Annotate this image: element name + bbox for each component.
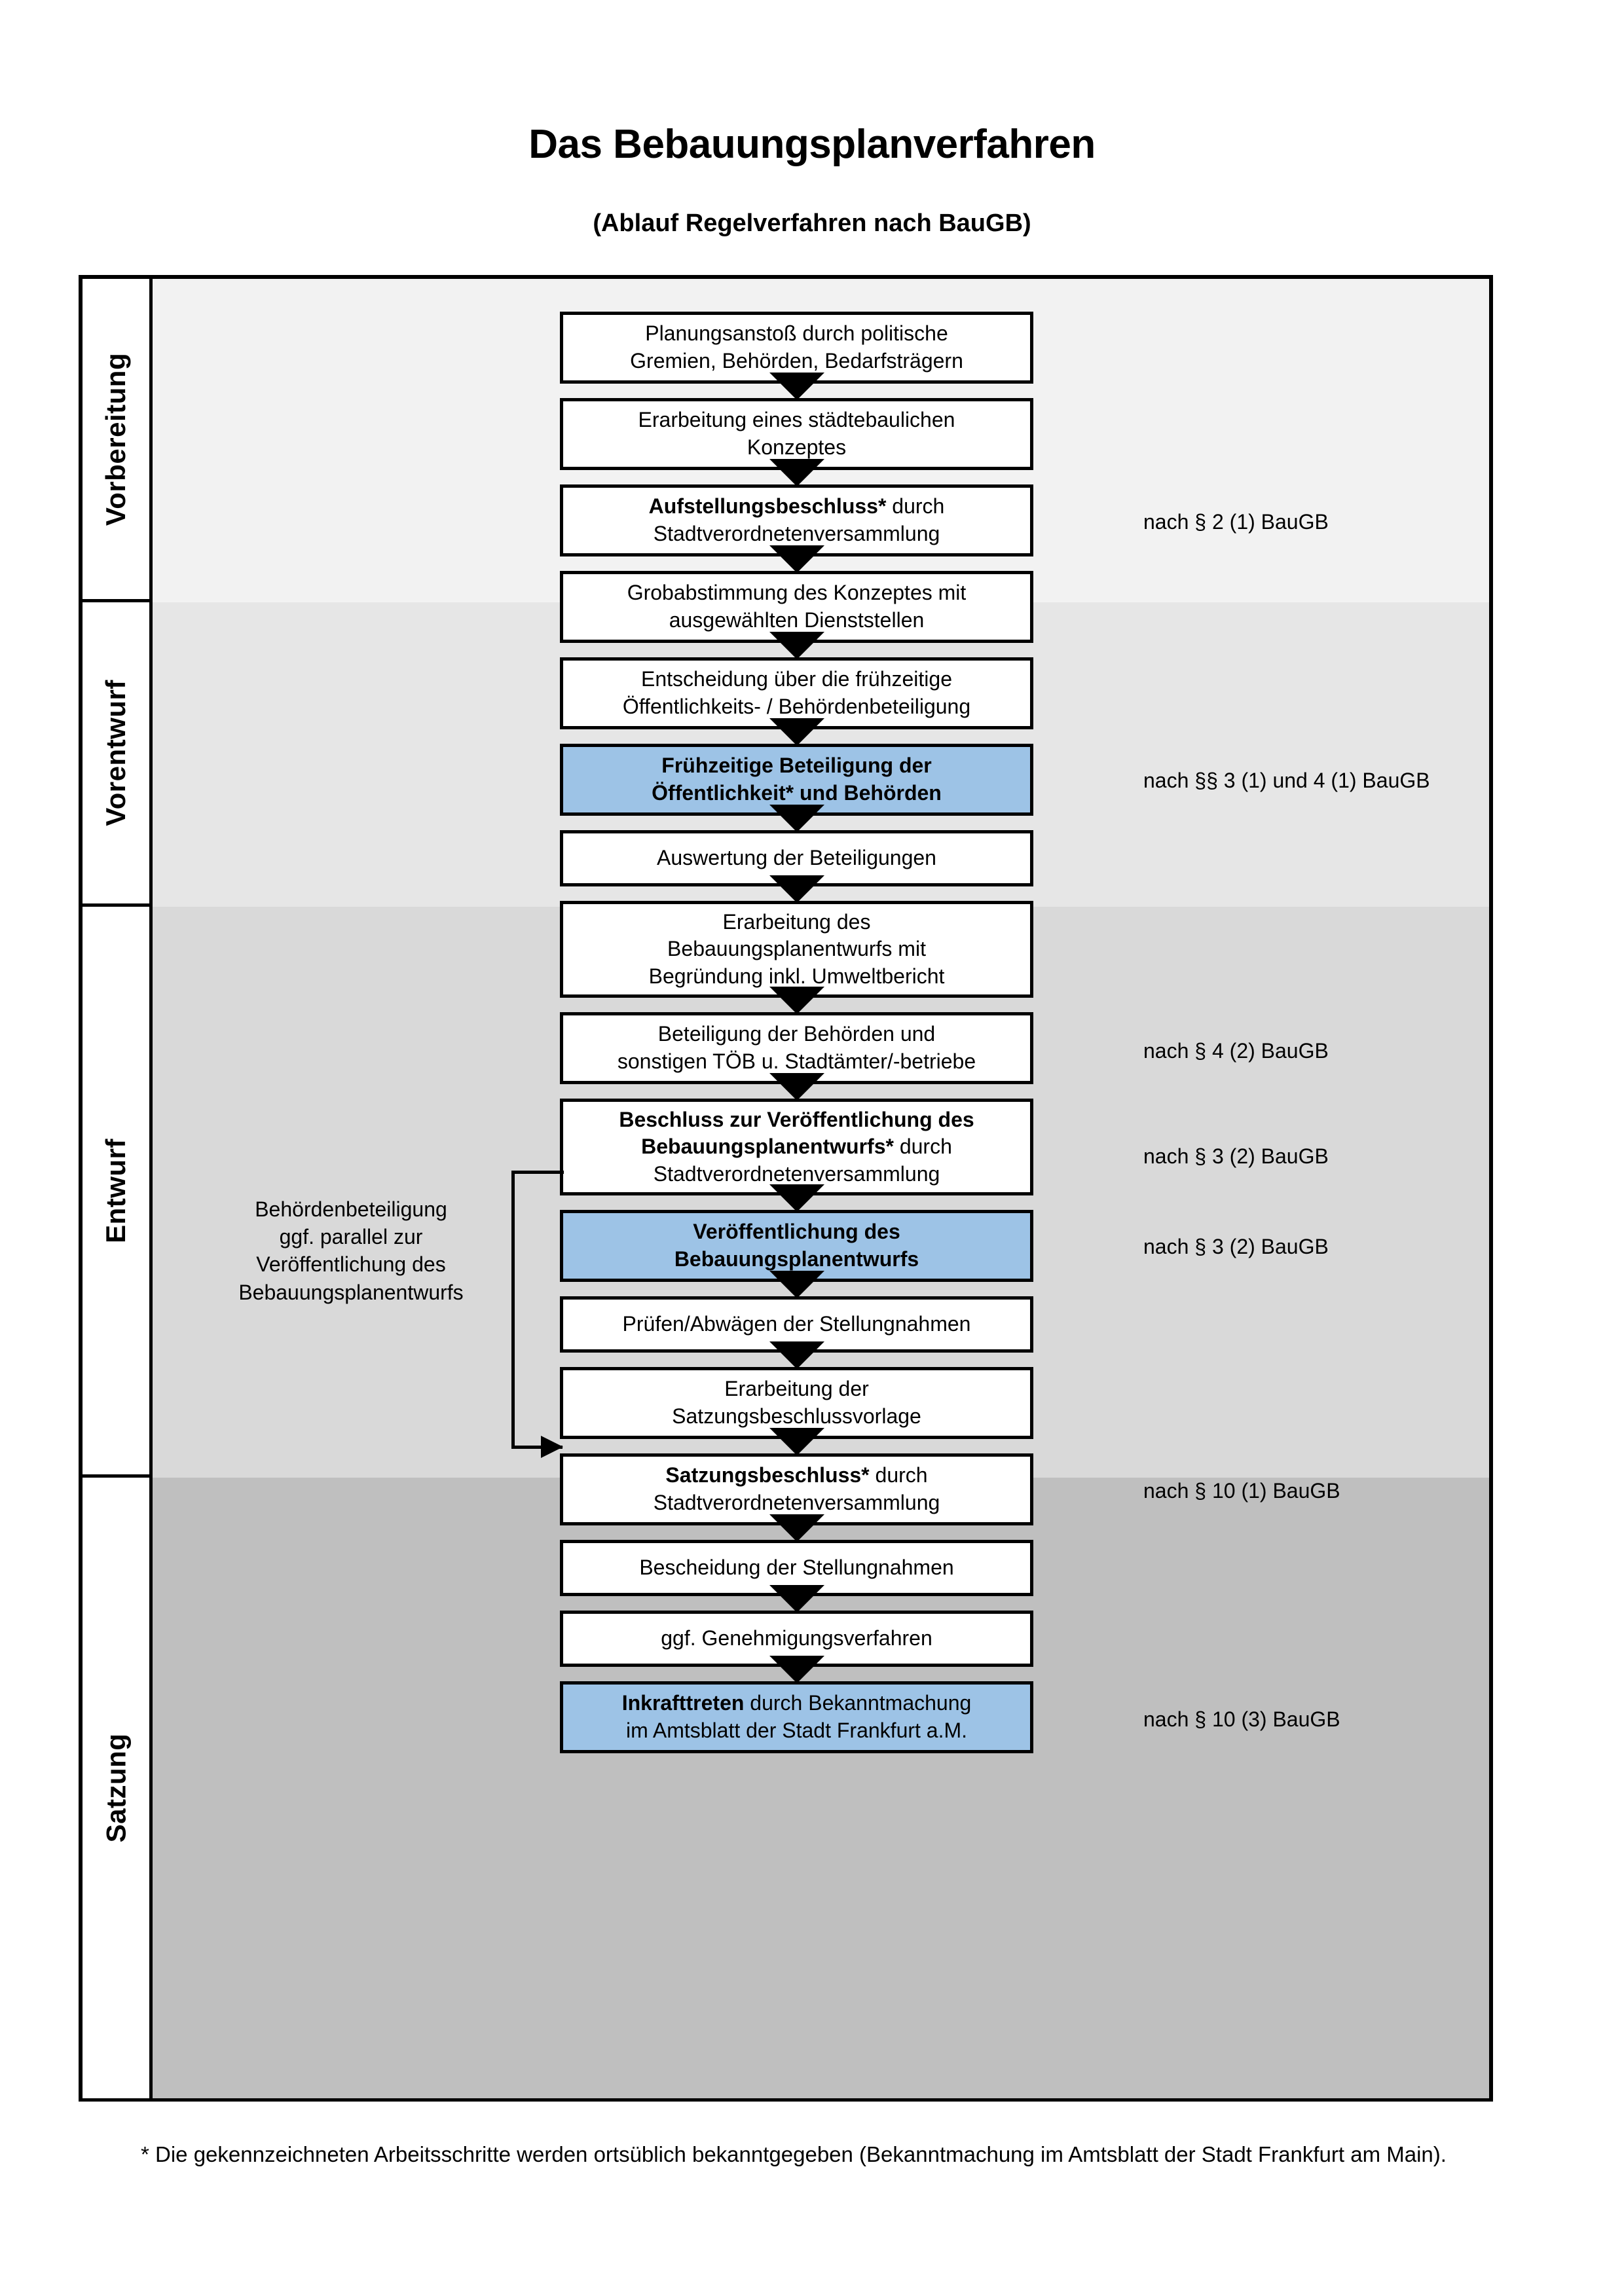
- annotation-line-4: Bebauungsplanentwurfs: [238, 1280, 464, 1304]
- step-box-aufstellungsbeschluss[interactable]: Aufstellungsbeschluss* durch Stadtverord…: [560, 484, 1033, 556]
- step-box-bescheidung-stellungnahmen[interactable]: Bescheidung der Stellungnahmen: [560, 1540, 1033, 1596]
- annotation-line-1: Behördenbeteiligung: [255, 1197, 447, 1221]
- step-line-1: Grobabstimmung des Konzeptes mit: [627, 581, 967, 605]
- connector-arrow-9: [769, 1073, 824, 1101]
- step-line-2: Stadtverordnetenversammlung: [653, 522, 940, 545]
- connector-arrow-13: [769, 1428, 824, 1455]
- step-box-planungsanstoss[interactable]: Planungsanstoß durch politische Gremien,…: [560, 312, 1033, 384]
- legal-note-veroeffentlichung: nach § 3 (2) BauGB: [1143, 1235, 1329, 1258]
- legal-note-inkrafttreten: nach § 10 (3) BauGB: [1143, 1707, 1340, 1731]
- step-line-2: sonstigen TÖB u. Stadtämter/-betriebe: [617, 1049, 976, 1073]
- connector-arrow-10: [769, 1184, 824, 1212]
- step-line-1: Erarbeitung des: [722, 909, 871, 934]
- annotation-line-3: Veröffentlichung des: [256, 1252, 446, 1277]
- step-line-2: Bebauungsplanentwurfs: [674, 1247, 919, 1271]
- legal-note-fruehzeitige-beteiligung: nach §§ 3 (1) und 4 (1) BauGB: [1143, 769, 1430, 792]
- step-line-2: Stadtverordnetenversammlung: [653, 1491, 940, 1514]
- step-line-1: ggf. Genehmigungsverfahren: [661, 1626, 932, 1650]
- step-line-1: Entscheidung über die frühzeitige: [641, 667, 952, 691]
- phase-label-satzung: Satzung: [100, 1733, 132, 1843]
- legal-note-behoerdenbeteiligung: nach § 4 (2) BauGB: [1143, 1039, 1329, 1063]
- connector-arrow-4: [769, 632, 824, 659]
- step-line-1: Beschluss zur Veröffentlichung des: [619, 1107, 974, 1131]
- step-line-1: Inkrafttreten durch Bekanntmachung: [621, 1691, 972, 1715]
- step-line-2: im Amtsblatt der Stadt Frankfurt a.M.: [625, 1719, 968, 1742]
- phase-label-vorentwurf: Vorentwurf: [100, 680, 131, 826]
- phase-cell-entwurf: Entwurf: [83, 907, 149, 1478]
- phase-cell-satzung: Satzung: [83, 1478, 149, 2098]
- bracket-arrow-head: [541, 1436, 563, 1458]
- step-line-3: Stadtverordnetenversammlung: [653, 1161, 940, 1186]
- step-line-2: ausgewählten Dienststellen: [669, 608, 925, 632]
- step-box-inkrafttreten[interactable]: Inkrafttreten durch Bekanntmachung im Am…: [560, 1681, 1033, 1753]
- connector-arrow-1: [769, 373, 824, 400]
- step-line-1: Bescheidung der Stellungnahmen: [639, 1556, 954, 1580]
- step-line-1: Auswertung der Beteiligungen: [657, 846, 936, 870]
- step-box-genehmigungsverfahren[interactable]: ggf. Genehmigungsverfahren: [560, 1611, 1033, 1667]
- connector-arrow-16: [769, 1656, 824, 1683]
- page-subtitle: (Ablauf Regelverfahren nach BauGB): [593, 210, 1031, 237]
- bracket-left-segment: [511, 1171, 515, 1449]
- connector-arrow-12: [769, 1341, 824, 1369]
- footnote-text: * Die gekennzeichneten Arbeitsschritte w…: [141, 2142, 1447, 2166]
- step-line-2: Konzeptes: [747, 435, 847, 459]
- step-line-3: Begründung inkl. Umweltbericht: [648, 964, 945, 988]
- step-line-1: Prüfen/Abwägen der Stellungnahmen: [622, 1312, 971, 1336]
- step-line-1: Veröffentlichung des: [693, 1220, 900, 1244]
- page-title: Das Bebauungsplanverfahren: [528, 122, 1096, 167]
- phase-cell-vorbereitung: Vorbereitung: [83, 279, 149, 602]
- legal-note-beschluss-veroeffentlichung: nach § 3 (2) BauGB: [1143, 1144, 1329, 1168]
- step-line-2: Öffentlichkeits- / Behördenbeteiligung: [622, 695, 971, 718]
- step-line-2: Gremien, Behörden, Bedarfsträgern: [630, 349, 963, 373]
- phase-label-vorbereitung: Vorbereitung: [100, 352, 132, 526]
- step-line-1: Aufstellungsbeschluss* durch: [648, 494, 945, 519]
- bracket-top-segment: [511, 1171, 564, 1174]
- legal-note-aufstellungsbeschluss: nach § 2 (1) BauGB: [1143, 510, 1329, 534]
- connector-arrow-2: [769, 459, 824, 486]
- annotation-behoerdenbeteiligung: Behördenbeteiligung ggf. parallel zur Ve…: [181, 1195, 521, 1306]
- step-line-2: Öffentlichkeit* und Behörden: [652, 781, 942, 805]
- step-line-2: Bebauungsplanentwurfs* durch: [641, 1135, 952, 1159]
- step-box-beteiligung-behoerden-toeb[interactable]: Beteiligung der Behörden und sonstigen T…: [560, 1012, 1033, 1084]
- connector-arrow-7: [769, 875, 824, 903]
- connector-arrow-11: [769, 1271, 824, 1298]
- connector-arrow-6: [769, 805, 824, 832]
- phase-column-divider: [149, 279, 153, 2098]
- step-box-erarbeitung-bebauungsplanentwurf[interactable]: Erarbeitung des Bebauungsplanentwurfs mi…: [560, 901, 1033, 998]
- step-line-1: Beteiligung der Behörden und: [657, 1022, 936, 1046]
- connector-arrow-14: [769, 1514, 824, 1542]
- phase-cell-vorentwurf: Vorentwurf: [83, 602, 149, 907]
- step-line-2: Satzungsbeschlussvorlage: [672, 1404, 921, 1428]
- connector-arrow-15: [769, 1585, 824, 1613]
- phase-label-entwurf: Entwurf: [100, 1138, 131, 1243]
- legal-note-satzungsbeschluss: nach § 10 (1) BauGB: [1143, 1479, 1340, 1503]
- step-line-1: Erarbeitung eines städtebaulichen: [638, 408, 955, 432]
- annotation-line-2: ggf. parallel zur: [279, 1225, 423, 1249]
- connector-arrow-3: [769, 545, 824, 573]
- step-line-2: Bebauungsplanentwurfs mit: [667, 937, 926, 961]
- connector-arrow-8: [769, 987, 824, 1014]
- step-line-1: Erarbeitung der: [724, 1377, 869, 1401]
- step-line-1: Planungsanstoß durch politische: [645, 321, 948, 346]
- step-box-beschluss-veroeffentlichung[interactable]: Beschluss zur Veröffentlichung des Bebau…: [560, 1099, 1033, 1195]
- step-line-1: Frühzeitige Beteiligung der: [661, 754, 932, 778]
- bracket-bottom-segment: [511, 1446, 563, 1449]
- process-diagram-frame: Vorbereitung Vorentwurf Entwurf Satzung …: [79, 275, 1493, 2102]
- connector-arrow-5: [769, 718, 824, 746]
- step-line-1: Satzungsbeschluss* durch: [665, 1463, 928, 1487]
